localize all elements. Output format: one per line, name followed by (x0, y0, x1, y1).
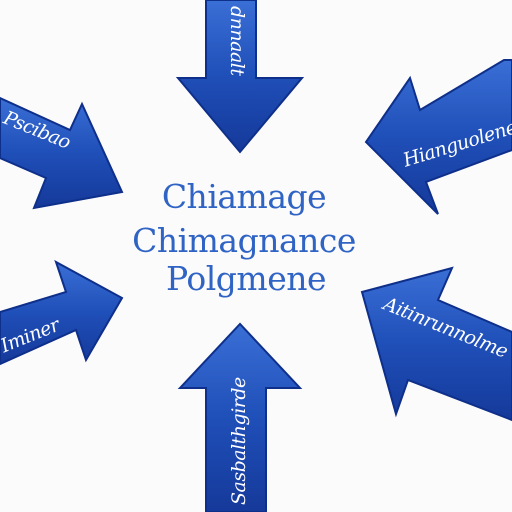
arrow-top: dnnaalt (178, 0, 302, 152)
center-line-1: Chiamage (162, 177, 326, 216)
center-title: Chiamage Chimagnance Polgmene (132, 177, 356, 298)
center-line-2: Chimagnance (132, 221, 356, 260)
center-line-3: Polgmene (166, 259, 326, 298)
arrow-top-left: Pscibao (0, 98, 122, 208)
arrow-left: Iminer (0, 262, 122, 364)
arrow-right: Aitinrunnolme (362, 268, 512, 420)
arrow-top-label: dnnaalt (226, 6, 248, 76)
arrow-bottom-label: Sasbalthgirde (228, 377, 250, 505)
arrow-top-right: Hianguolene (366, 60, 512, 214)
arrow-bottom: Sasbalthgirde (180, 324, 300, 512)
